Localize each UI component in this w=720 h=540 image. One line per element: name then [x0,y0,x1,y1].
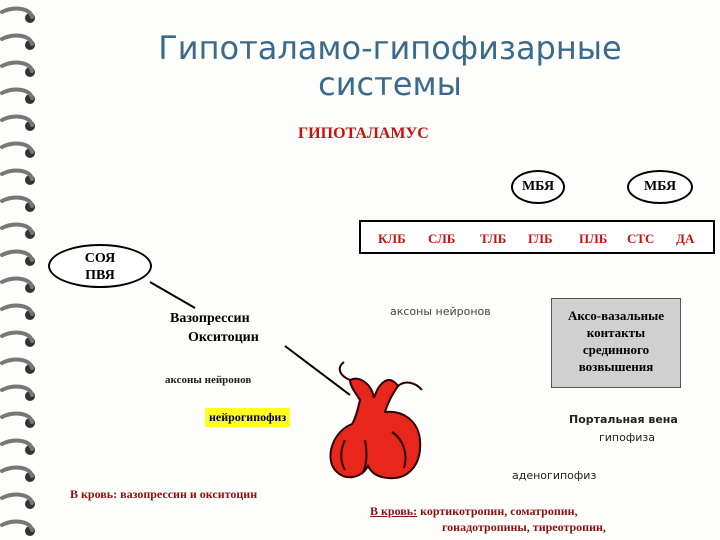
nucleus-sts: СТС [627,231,655,246]
binding-ring [0,168,34,181]
nucleus-plb: ПЛБ [579,231,608,246]
nucleus-tlb: ТЛБ [480,231,507,246]
nuclei-box: КЛБ СЛБ ТЛБ ГЛБ ПЛБ СТС ДА [359,220,715,254]
neurohypophysis-label: нейрогипофиз [205,408,291,427]
blood-right-text: В кровь: кортикотропин, соматропин, [370,504,578,519]
soya-label: СОЯ [84,251,116,266]
binding-ring [0,114,34,127]
soya-to-vasopressin-line [149,281,196,309]
binding-ring [0,438,34,451]
axovasal-line-4: возвышения [578,359,654,374]
axovasal-box: Аксо-вазальные контакты срединного возвы… [551,298,681,388]
nucleus-da: ДА [676,231,695,246]
axovasal-line-2: контакты [586,325,646,340]
binding-ring [0,384,34,397]
binding-ring [0,276,34,289]
axovasal-line-3: срединного [582,342,650,357]
binding-ring [0,492,34,505]
nucleus-klb: КЛБ [378,231,406,246]
binding-ring [0,465,34,478]
adenohypophysis-label: аденогипофиз [512,469,597,482]
title-line-1: Гипоталамо-гипофизарные [158,29,622,67]
binding-ring [0,222,34,235]
blood-left-text: В кровь: вазопрессин и окситоцин [70,487,258,501]
blood-right-lead: В кровь: [370,504,418,518]
oxytocin-to-stalk-line [284,345,351,396]
vasopressin-label: Вазопрессин [170,311,250,326]
pvya-label: ПВЯ [85,268,115,283]
portal-vein-label-2: гипофиза [599,431,655,444]
binding-ring [0,519,34,532]
spiral-binding [0,6,35,536]
blood-right-line-1: кортикотропин, соматропин, [417,504,578,518]
binding-ring [0,141,34,154]
mbya-left-oval: МБЯ [511,170,565,204]
portal-vein-label: Портальная вена [569,413,678,426]
axons-left-label: аксоны нейронов [165,374,252,386]
blood-right-text-2: гонадотропины, тиреотропин, [442,520,606,534]
binding-ring [0,195,34,208]
binding-ring [0,411,34,424]
axons-right-label: аксоны нейронов [390,305,491,318]
title-line-2: системы [318,65,462,103]
binding-ring [0,60,34,73]
pituitary-gland-icon [329,361,423,480]
nucleus-glb: ГЛБ [528,231,553,246]
mbya-right-oval: МБЯ [627,170,693,204]
hypothalamus-heading: ГИПОТАЛАМУС [298,125,429,142]
binding-ring [0,303,34,316]
axovasal-line-1: Аксо-вазальные [567,308,665,323]
binding-ring [0,87,34,100]
binding-ring [0,330,34,343]
nucleus-slb: СЛБ [428,231,456,246]
binding-ring [0,6,34,19]
soya-pvya-oval: СОЯ ПВЯ [48,244,152,288]
binding-ring [0,33,34,46]
binding-ring [0,357,34,370]
oxytocin-label: Окситоцин [188,330,259,345]
binding-ring [0,249,34,262]
slide-title: Гипоталамо-гипофизарные системы [60,30,720,102]
